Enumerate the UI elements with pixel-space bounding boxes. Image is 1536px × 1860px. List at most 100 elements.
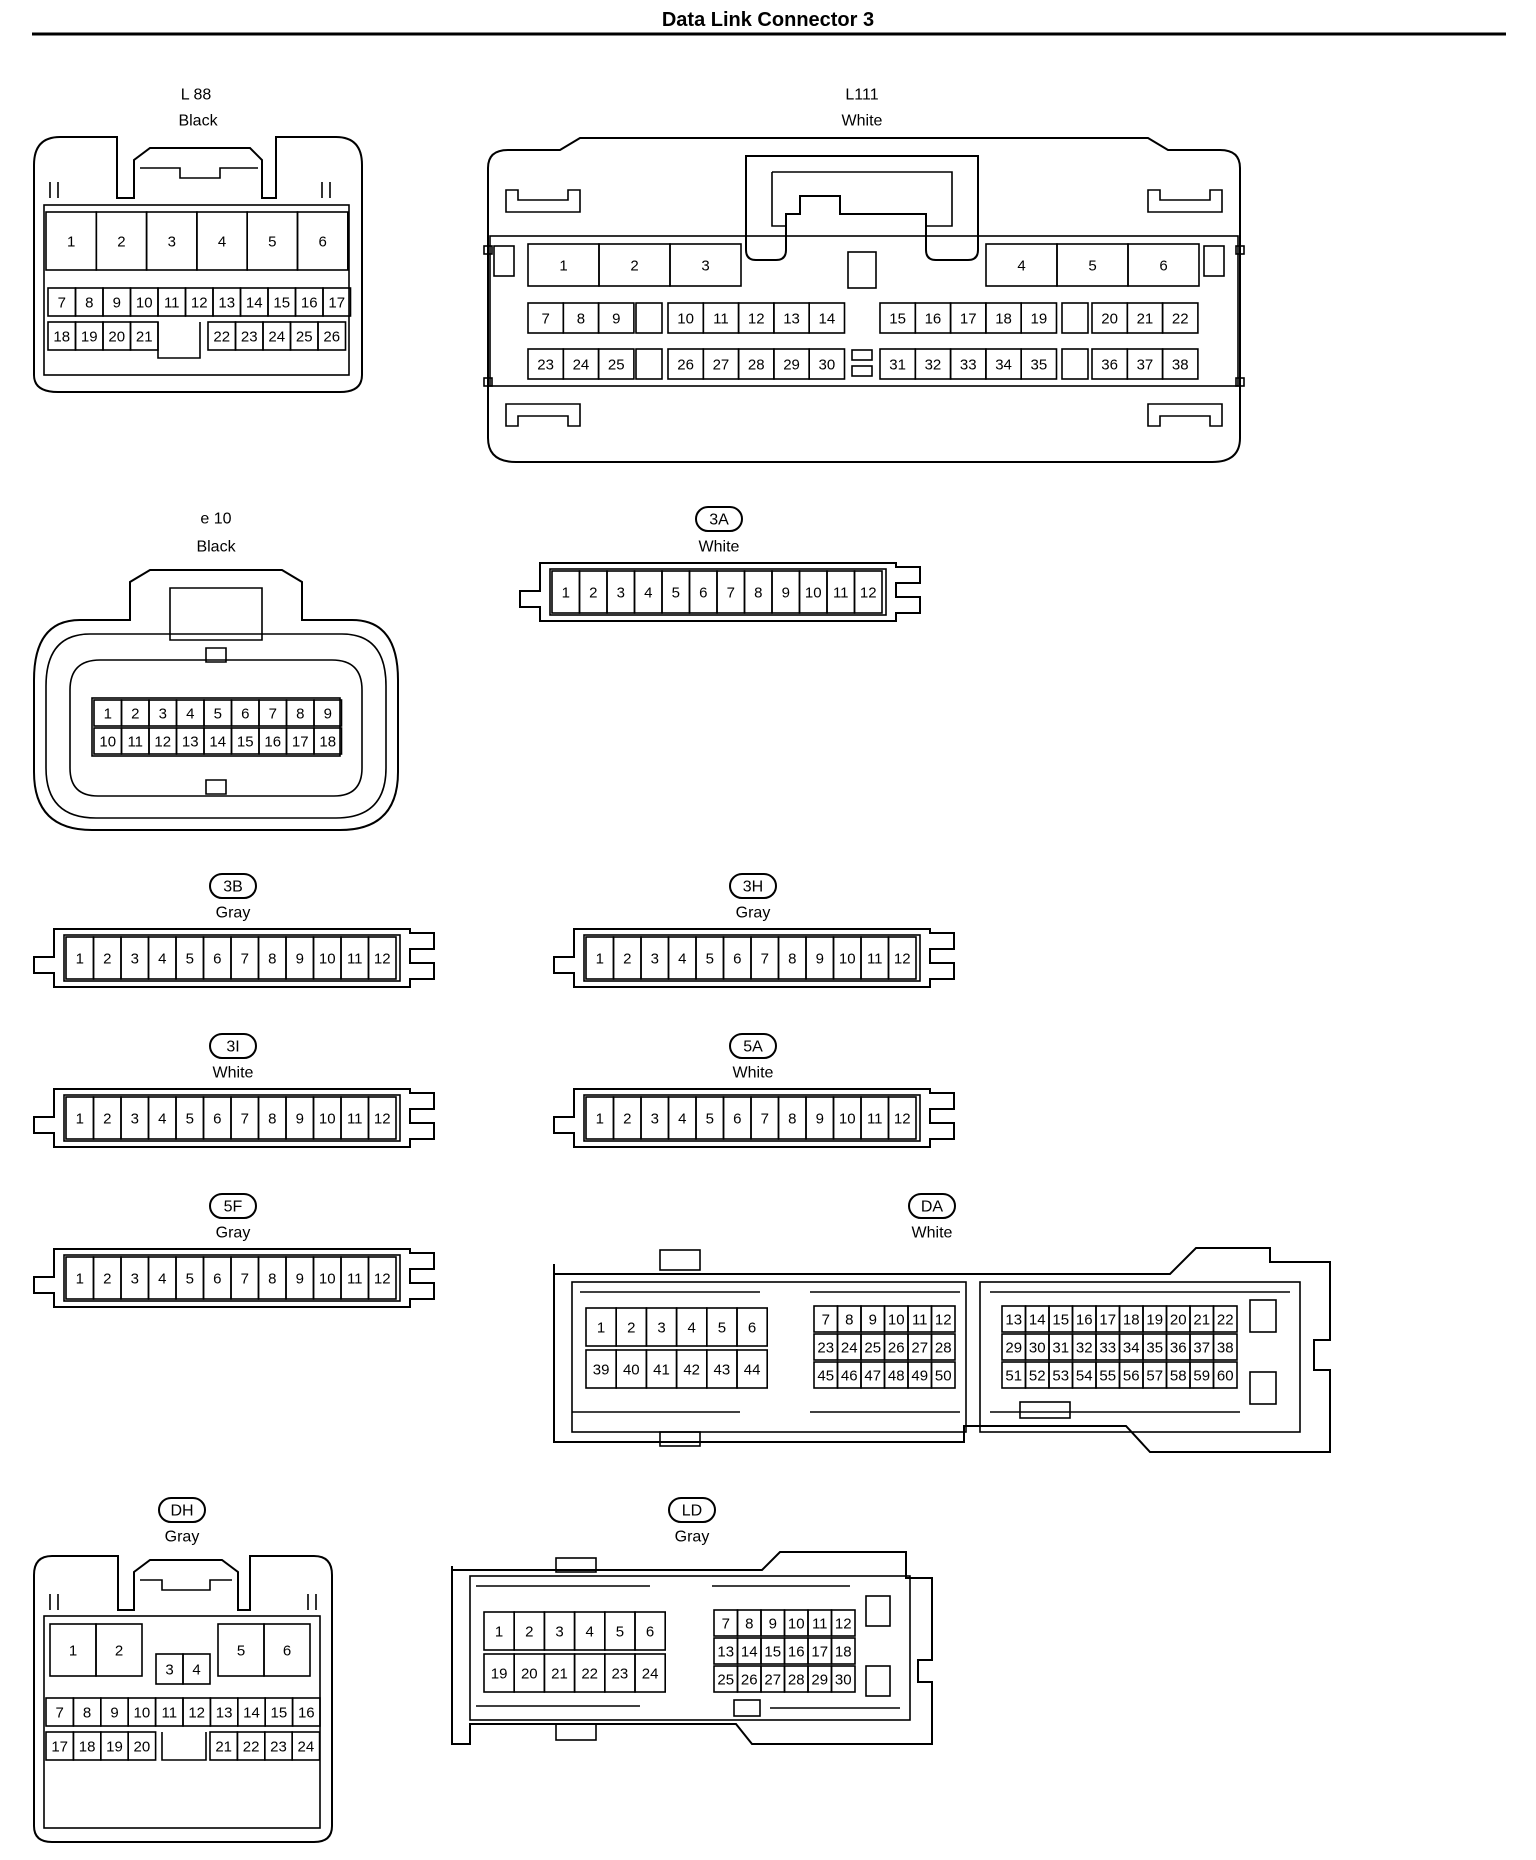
pin-number: 23 xyxy=(270,1739,287,1756)
pin-cell: 2 xyxy=(615,1307,648,1347)
pin-cell: 33 xyxy=(949,348,987,380)
pin-number: 27 xyxy=(911,1340,928,1357)
pin-cell: 19 xyxy=(74,321,104,351)
pin-number: 1 xyxy=(67,234,75,251)
pin-number: 5 xyxy=(1088,258,1096,275)
pin-number: 15 xyxy=(764,1644,781,1661)
pin-cell: 3 xyxy=(640,936,670,980)
pin-number: 23 xyxy=(612,1666,629,1683)
pin-cell: 5 xyxy=(695,1096,725,1140)
pin-cell: 15 xyxy=(879,302,917,334)
pin-number: 13 xyxy=(783,311,800,328)
pin-cell: 7 xyxy=(258,699,288,727)
pin-number: 57 xyxy=(1146,1368,1163,1385)
pin-cell: 38 xyxy=(1212,1333,1238,1361)
pin-cell: 33 xyxy=(1095,1333,1121,1361)
connector-code: LD xyxy=(682,1503,702,1520)
connector-l88-id: L 88 xyxy=(181,87,212,104)
pin-number: 20 xyxy=(1170,1312,1187,1329)
pin-cell: 11 xyxy=(860,936,890,980)
pin-cell: 22 xyxy=(1161,302,1199,334)
pin-number: 49 xyxy=(911,1368,928,1385)
pin-number: 9 xyxy=(612,311,620,328)
pin-cell: 7 xyxy=(527,302,565,334)
pin-cell: 3 xyxy=(606,570,636,614)
pin-number: 17 xyxy=(960,311,977,328)
pin-number: 34 xyxy=(1123,1340,1140,1357)
pin-number: 3 xyxy=(657,1320,665,1337)
pin-cell: 2 xyxy=(598,243,671,287)
pin-cell: 30 xyxy=(808,348,846,380)
pin-number: 38 xyxy=(1217,1340,1234,1357)
pin-cell: 10 xyxy=(783,1609,809,1637)
pin-cell: 1 xyxy=(65,1256,95,1300)
pin-number: 2 xyxy=(589,585,597,602)
pin-number: 1 xyxy=(76,951,84,968)
pin-number: 11 xyxy=(812,1616,828,1633)
pin-number: 12 xyxy=(191,295,208,312)
pin-number: 3 xyxy=(617,585,625,602)
pin-cell: 38 xyxy=(1161,348,1199,380)
pin-number: 18 xyxy=(835,1644,852,1661)
pin-cell: 12 xyxy=(367,936,397,980)
pin-number: 7 xyxy=(761,951,769,968)
pin-number: 2 xyxy=(623,951,631,968)
pin-number: 10 xyxy=(677,311,694,328)
pin-number: 6 xyxy=(213,1111,221,1128)
pin-number: 1 xyxy=(559,258,567,275)
pin-cell: 26 xyxy=(667,348,705,380)
pin-number: 4 xyxy=(186,706,194,723)
pin-cell: 1 xyxy=(527,243,600,287)
pin-cell: 28 xyxy=(783,1665,809,1693)
pin-number: 12 xyxy=(374,1271,391,1288)
pin-cell: 5 xyxy=(217,1623,265,1677)
pin-number: 56 xyxy=(1123,1368,1140,1385)
connector-da-foot-key xyxy=(1019,1401,1071,1419)
pin-cell: 1 xyxy=(65,936,95,980)
pin-number: 6 xyxy=(318,234,326,251)
pin-number: 5 xyxy=(672,585,680,602)
pin-cell: 23 xyxy=(603,1653,636,1693)
connector-l111-face xyxy=(489,235,1239,387)
pin-number: 7 xyxy=(541,311,549,328)
pin-number: 15 xyxy=(889,311,906,328)
pin-number: 1 xyxy=(596,1111,604,1128)
pin-cell: 2 xyxy=(578,570,608,614)
pin-cell: 42 xyxy=(675,1349,708,1389)
pin-cell: 20 xyxy=(1165,1305,1191,1333)
pin-number: 5 xyxy=(706,951,714,968)
pin-number: 7 xyxy=(241,1111,249,1128)
pin-cell: 24 xyxy=(262,321,292,351)
connector-code: 3A xyxy=(709,512,729,529)
pin-cell: 44 xyxy=(736,1349,769,1389)
pin-number: 5 xyxy=(186,1111,194,1128)
pin-cell: 34 xyxy=(985,348,1023,380)
pin-number: 15 xyxy=(271,1705,288,1722)
pin-number: 3 xyxy=(651,951,659,968)
pin-number: 43 xyxy=(714,1362,731,1379)
pin-number: 7 xyxy=(822,1312,830,1329)
pin-cell: 21 xyxy=(209,1731,239,1761)
connector-code-tag: 5F xyxy=(209,1193,257,1219)
pin-number: 18 xyxy=(995,311,1012,328)
connector-code: 3B xyxy=(223,879,243,896)
pin-cell: 5 xyxy=(603,1611,636,1651)
pin-cell: 7 xyxy=(230,936,260,980)
pin-cell: 26 xyxy=(317,321,347,351)
pin-number: 47 xyxy=(864,1368,881,1385)
pin-number: 11 xyxy=(347,951,363,968)
pin-number: 4 xyxy=(688,1320,696,1337)
pin-cell: 14 xyxy=(1024,1305,1050,1333)
pin-cell: 7 xyxy=(750,936,780,980)
pin-cell: 27 xyxy=(907,1333,933,1361)
pin-cell: 1 xyxy=(93,699,123,727)
pin-cell: 6 xyxy=(736,1307,769,1347)
pin-cell: 4 xyxy=(147,936,177,980)
pin-number: 24 xyxy=(573,357,590,374)
pin-cell: 21 xyxy=(1189,1305,1215,1333)
pin-number: 9 xyxy=(324,706,332,723)
connector-da-tag: DA xyxy=(908,1193,956,1219)
pin-number: 4 xyxy=(678,1111,686,1128)
